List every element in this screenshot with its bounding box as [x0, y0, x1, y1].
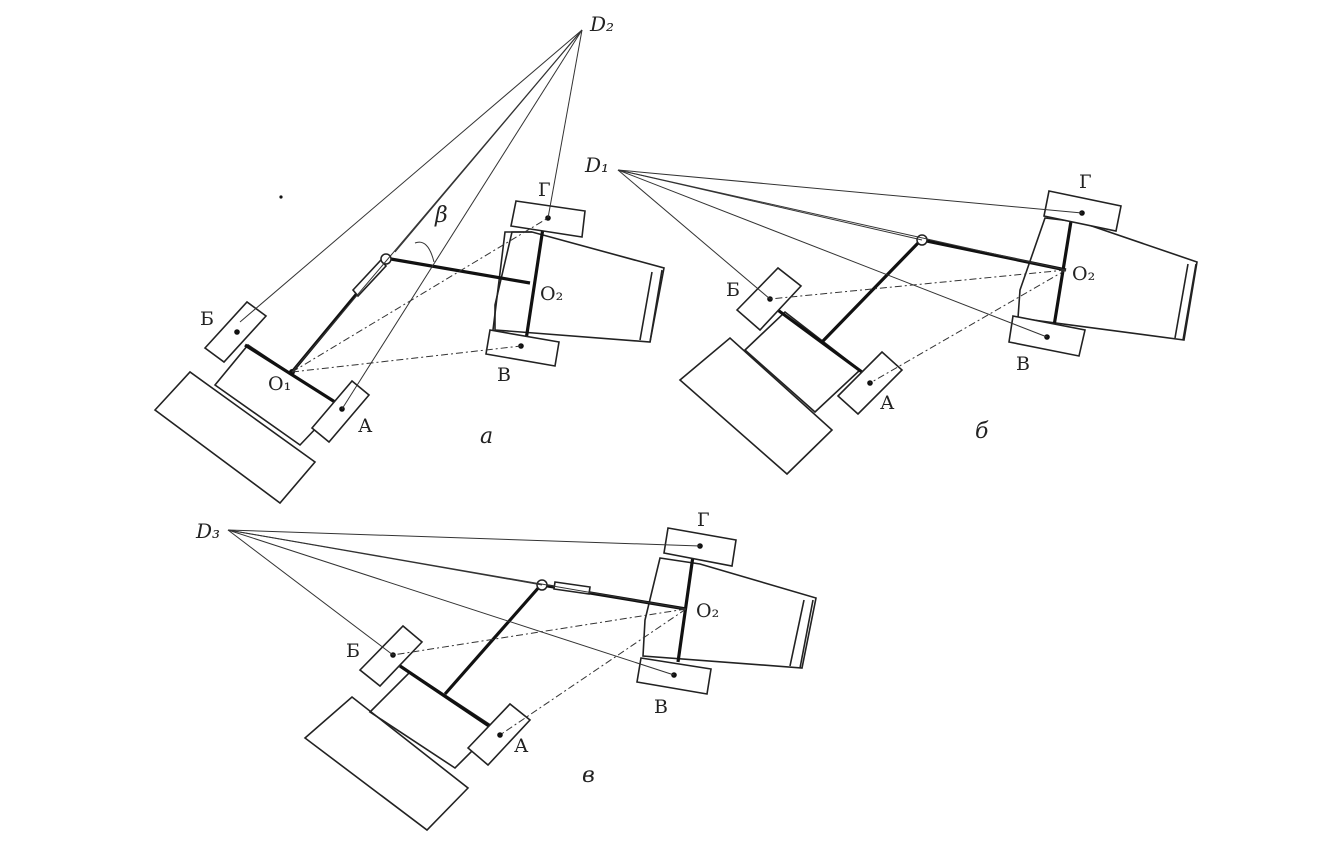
wheel-a-label: А: [880, 392, 895, 414]
pivot-o2-label: O₂: [696, 600, 719, 622]
rear-frame: [642, 557, 817, 669]
caption-a: а: [480, 424, 493, 449]
wheel-g-label: Г: [697, 509, 710, 531]
panel-a: D₂ β O₁ O₂ Б А Г В а: [153, 12, 665, 505]
angle-beta-label: β: [434, 203, 448, 228]
panel-c: D₃ O₂ Б А Г В в: [195, 509, 817, 832]
front-blade: [303, 695, 470, 832]
caption-c: в: [582, 763, 595, 788]
pivot-o1-label: O₁: [268, 373, 291, 395]
wheel-b-label: Б: [726, 279, 740, 301]
wheel-a: [310, 379, 371, 444]
wheel-b-label: Б: [200, 308, 214, 330]
pole-d2-label: D₂: [589, 12, 614, 36]
wheel-g-label: Г: [538, 179, 551, 201]
wheel-v-label: В: [654, 696, 668, 718]
rear-frame: [494, 231, 665, 343]
wheel-v-label: В: [1016, 353, 1030, 375]
front-axle: [399, 664, 493, 730]
caption-b: б: [975, 419, 989, 444]
wheel-g-label: Г: [1079, 171, 1092, 193]
pole-d1-label: D₁: [584, 153, 609, 177]
pivot-o2-label: O₂: [540, 283, 563, 305]
wheel-a-label: А: [358, 415, 373, 437]
front-blade: [153, 370, 317, 505]
rear-axle: [524, 227, 545, 341]
wheel-a-label: А: [514, 735, 529, 757]
pole-d3-label: D₃: [195, 519, 220, 543]
wheel-b-label: Б: [346, 640, 360, 662]
front-axle: [774, 306, 867, 377]
wheel-v-label: В: [497, 364, 511, 386]
front-blade: [678, 336, 834, 476]
pivot-o2-label: O₂: [1072, 263, 1095, 285]
panel-b: D₁ O₂ Б А Г В б: [584, 153, 1198, 476]
